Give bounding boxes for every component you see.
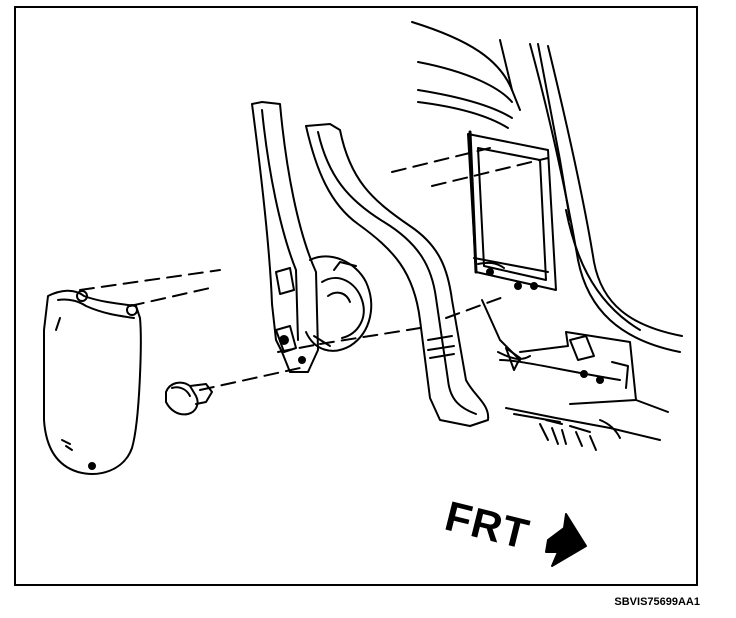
cover-panel [43, 289, 142, 475]
front-arrow-icon [545, 513, 587, 567]
retractor-trim [251, 101, 373, 373]
floor-sill [481, 299, 669, 451]
figure-code: SBVIS75699AA1 [614, 596, 700, 608]
anchor-cutout [467, 130, 557, 291]
figure-frame [14, 6, 698, 586]
mounting-bolt [165, 381, 213, 416]
body-pillar [411, 21, 683, 353]
pillar-trim-panel [305, 123, 490, 427]
